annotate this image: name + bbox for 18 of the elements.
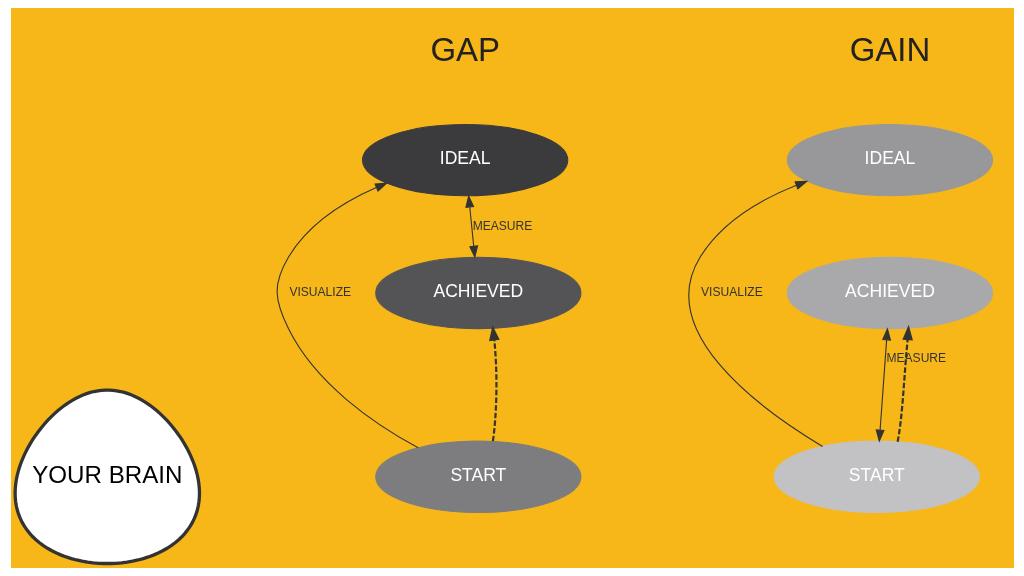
label: GAP <box>429 30 500 68</box>
edge-label: MEASURE <box>472 218 532 233</box>
node-ellipse: ACHIEVED <box>374 256 581 330</box>
node-ellipse: START <box>773 440 980 514</box>
arrow <box>488 325 500 442</box>
arrow <box>896 324 913 442</box>
arrow <box>875 327 891 443</box>
arrow <box>276 182 419 449</box>
node-ellipse: START <box>374 440 581 514</box>
node-ellipse: IDEAL <box>786 123 993 197</box>
arrow <box>687 180 823 447</box>
arrow <box>464 194 478 259</box>
edge-label: VISUALIZE <box>288 285 351 300</box>
node-ellipse: IDEAL <box>361 123 568 197</box>
label: GAIN <box>849 30 930 68</box>
node-ellipse: ACHIEVED <box>786 256 993 330</box>
edge-label: VISUALIZE <box>700 285 763 300</box>
edge-label: MEASURE <box>885 351 946 366</box>
